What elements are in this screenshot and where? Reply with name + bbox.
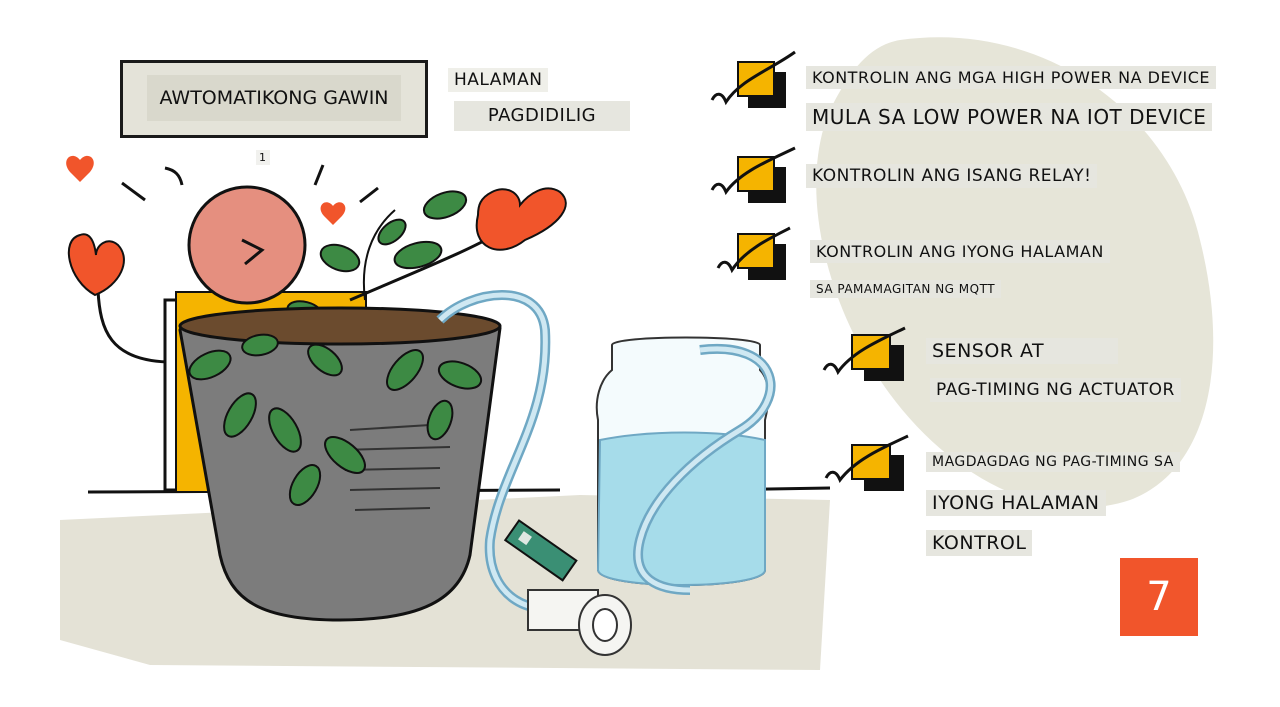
lesson-number: 7 [1146,574,1172,620]
checklist-item-5-line-1: MAGDAGDAG NG PAG-TIMING SA [926,452,1180,472]
pot-leaves [188,333,483,506]
plant-leaves [286,190,468,324]
title-line-2: HALAMAN [448,68,549,92]
title-line-1: AWTOMATIKONG GAWIN [147,75,401,121]
checkbox-icon-1 [710,50,796,108]
heart-icon-small-right [320,202,346,225]
lesson-number-badge: 7 [1120,558,1198,636]
checklist-item-5-line-2: IYONG HALAMAN [926,490,1106,516]
heart-icon-hand-right [475,187,567,251]
heart-icon-hand-left [67,233,125,297]
checklist-item-3-line-1: KONTROLIN ANG IYONG HALAMAN [810,240,1110,263]
checklist-item-4-line-2: PAG-TIMING NG ACTUATOR [930,378,1181,402]
checkbox-icon-5 [824,434,909,491]
checklist-item-1-line-2: MULA SA LOW POWER NA IOT DEVICE [806,103,1213,131]
checkbox-icon-4 [822,326,906,381]
checkbox-icon-3 [716,226,791,280]
title-line-3: PAGDIDILIG [454,101,630,131]
sensor-board-illustration [503,519,578,582]
heart-icon-small-left [66,155,94,182]
person-head [187,185,307,305]
footnote-marker: 1 [256,150,270,165]
checkbox-icon-2 [710,146,796,203]
title-box: AWTOMATIKONG GAWIN [120,60,428,138]
checklist-item-2-line-1: KONTROLIN ANG ISANG RELAY! [806,164,1098,188]
checklist-item-4-line-1: SENSOR AT [926,338,1118,364]
checklist-item-5-line-3: KONTROL [926,530,1033,556]
checklist-item-3-line-2: SA PAMAMAGITAN NG MQTT [810,280,1002,298]
pump-illustration [527,589,632,656]
checklist-item-1-line-1: KONTROLIN ANG MGA HIGH POWER NA DEVICE [806,66,1216,89]
